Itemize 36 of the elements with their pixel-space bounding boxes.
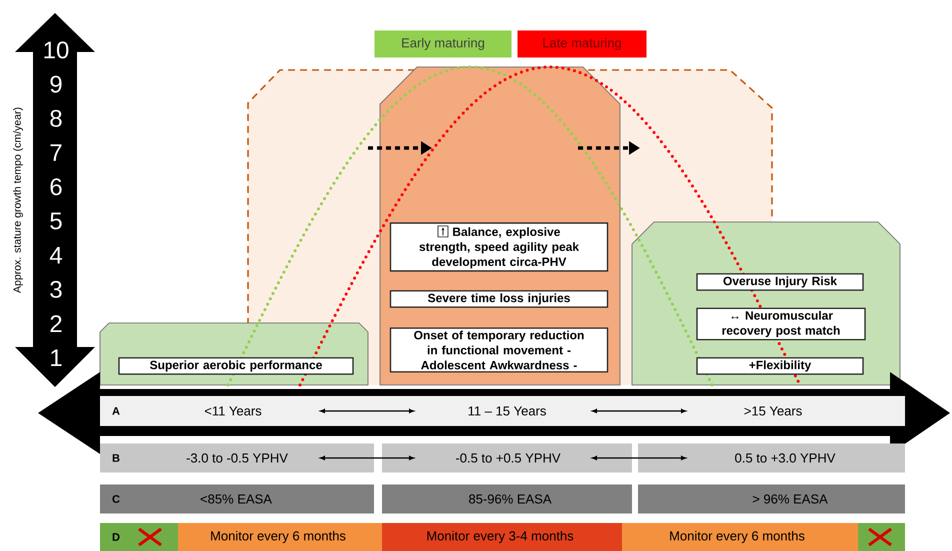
axis-number: 8 [50,110,62,127]
axis-number: 10 [44,42,68,58]
legend-box: Early maturing [374,30,512,58]
cell-text: >15 Years [744,406,802,416]
axis-number: 3 [50,280,62,298]
row-letter: B [112,454,120,462]
text-box: Balance, explosive strength, speed agility peak development circa-PHV [390,222,608,272]
cell-text: -0.5 to +0.5 YPHV [456,453,560,463]
cell-text: <11 Years [204,406,262,416]
text-box: ↔ Neuromuscular recovery post match [696,308,866,340]
legend-box: Late maturing [518,30,646,58]
text-box: Superior aerobic performance [118,357,354,375]
axis-number: 6 [50,178,62,196]
axis-number: 9 [50,76,62,93]
cell-text: <85% EASA [200,494,272,504]
axis-number: 1 [51,350,62,366]
cell-text: Monitor every 3-4 months [427,530,574,544]
axis-number: 2 [50,315,62,332]
axis-number: 7 [50,144,62,161]
cell-text: 85-96% EASA [469,494,552,504]
text-box: Severe time loss injuries [390,290,608,308]
cell-text: > 96% EASA [752,494,828,504]
cell-text: Monitor every 6 months [211,530,346,544]
text-box: +Flexibility [696,357,864,375]
row-letter: C [112,495,120,503]
cell-text: Monitor every 6 months [670,530,804,544]
axis-number: 4 [50,246,62,264]
cell-text: 11 – 15 Years [468,406,546,416]
text-box: Onset of temporary reduction in functional movement - Adolescent Awkwardness - [390,327,608,373]
row-letter: A [112,407,120,415]
axis-number: 5 [50,212,62,230]
cell-text: 0.5 to +3.0 YPHV [735,453,836,463]
axis-title: Approx. stature growth tempo (cm/year) [13,108,23,293]
cell-text: -3.0 to -0.5 YPHV [186,453,288,463]
row-letter: D [112,533,120,541]
text-box: Overuse Injury Risk [696,273,864,291]
